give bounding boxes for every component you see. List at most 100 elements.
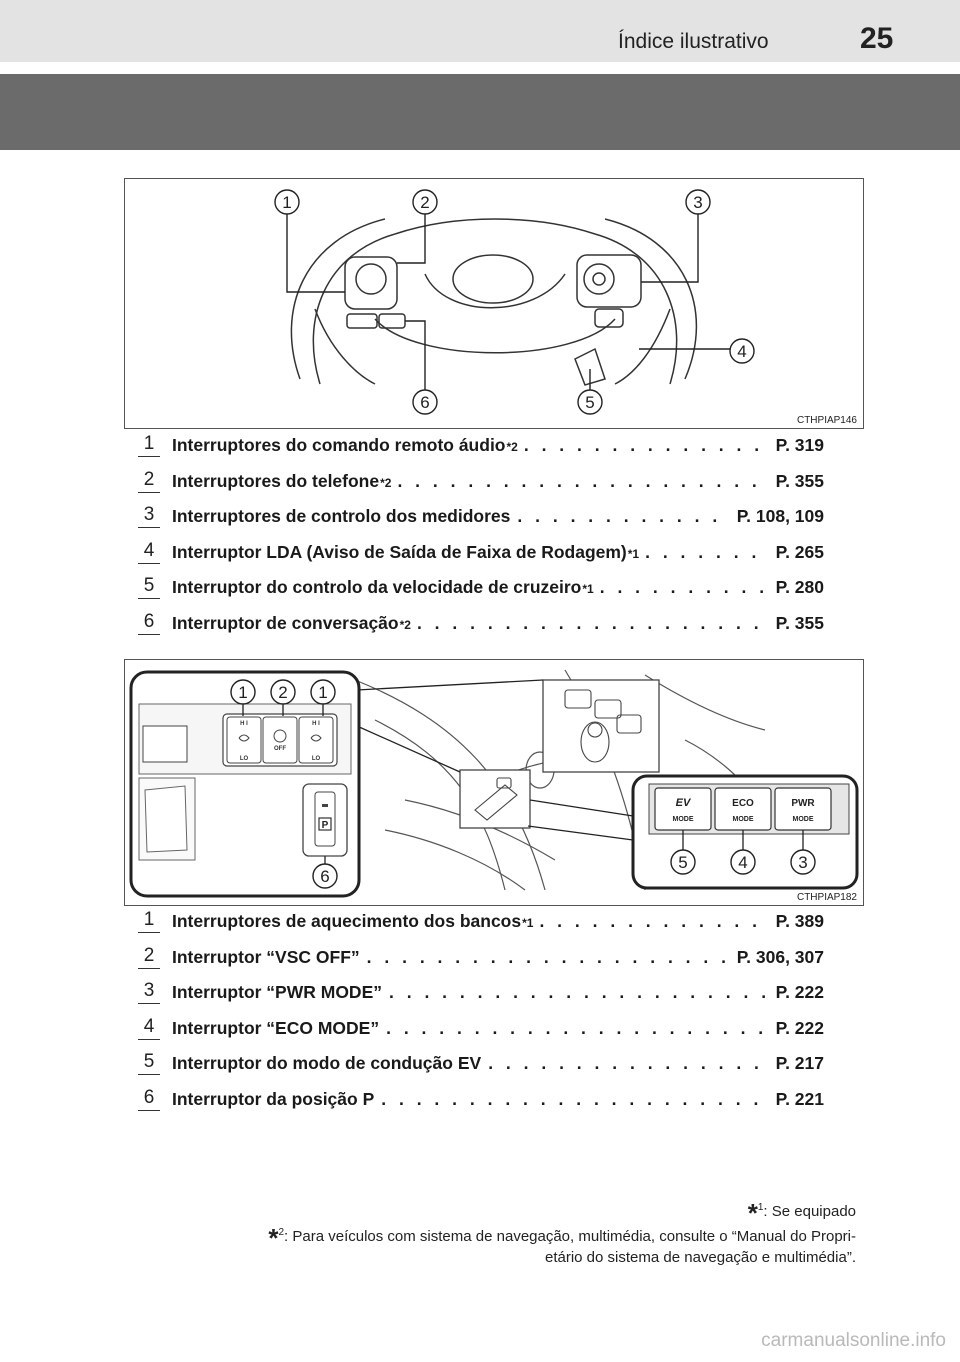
footnote-mark: *2 [506,440,518,455]
footnote-mark: *1 [522,916,534,931]
callout-2: 2 [278,683,287,702]
pwr-mode-label-top: PWR [791,798,815,809]
footnote-2: *2: Para veículos com sistema de navegaç… [268,1223,856,1253]
callout-6: 6 [320,867,329,886]
item-number: 5 [138,1050,160,1075]
leader-dots [600,577,770,598]
seat-heater-button-right[interactable] [298,716,334,764]
callout-1 [274,189,300,215]
footnote-mark: *1 [582,582,594,597]
page-reference[interactable]: P. 217 [775,1053,824,1074]
item-number: 2 [138,944,160,969]
leader-dots [386,1018,770,1039]
list-item: 6 Interruptor de conversação*2 P. 355 [138,606,838,642]
pwr-mode-button[interactable] [774,787,832,831]
list-item: 2 Interruptores do telefone*2P. 355 [138,464,838,500]
figure-code: CTHPIAP146 [796,415,857,426]
leader-dots [488,1053,769,1074]
seat-heater-right-hi-label: H I [312,721,320,727]
callout-1-left: 1 [238,683,247,702]
steering-switch-list: 1 Interruptores do comando remoto áudio*… [138,428,838,641]
item-label: Interruptor de conversação [172,612,399,633]
item-label: Interruptores do telefone [172,470,380,491]
list-item: 6 Interruptor da posição P P. 221 [138,1082,838,1118]
pwr-mode-label-bottom: MODE [793,816,814,823]
leader-dots [397,471,769,492]
callout-4: 4 [738,853,747,872]
page-reference[interactable]: P. 355 [775,470,824,491]
ev-mode-label-top: EV [676,797,692,809]
leader-dots [524,435,770,456]
callout-2 [412,189,438,215]
callout-3 [685,189,711,215]
list-item: 4 Interruptor LDA (Aviso de Saída de Fai… [138,535,838,571]
item-label: Interruptor “PWR MODE” [172,982,382,1003]
item-label: Interruptor “VSC OFF” [172,946,360,967]
eco-mode-label-bottom: MODE [733,816,754,823]
list-item: 1 Interruptores do comando remoto áudio*… [138,428,838,464]
console-switch-list: 1 Interruptores de aquecimento dos banco… [138,904,838,1117]
page-number: 25 [860,22,894,55]
page-reference[interactable]: P. 280 [775,577,824,598]
leader-dots [539,911,769,932]
seat-heater-left-lo-label: LO [240,756,249,762]
item-label: Interruptores de aquecimento dos bancos [172,911,522,932]
item-label: Interruptor do modo de condução EV [172,1053,482,1074]
item-number: 1 [138,432,160,457]
inset-seat-heater-area [459,769,531,829]
list-item: 1 Interruptores de aquecimento dos banco… [138,904,838,940]
list-item: 5 Interruptor do modo de condução EV P. 2… [138,1046,838,1082]
item-label: Interruptor do controlo da velocidade de… [172,577,582,598]
item-number: 6 [138,610,160,635]
page-reference[interactable]: P. 306, 307 [736,946,824,967]
figure-steering-wheel: 1 2 3 4 5 6 CTHPIAP146 [124,178,864,429]
page-reference[interactable]: P. 355 [775,612,824,633]
page-reference[interactable]: P. 222 [775,1017,824,1038]
callout-6-label: 6 [420,393,429,412]
callout-5 [577,389,603,415]
page-reference[interactable]: P. 265 [775,541,824,562]
callout-6 [412,389,438,415]
seat-heater-button-left[interactable] [226,716,262,764]
footnote-mark: *2 [399,617,411,632]
item-label: Interruptor da posição P [172,1088,375,1109]
page-section-title: Índice ilustrativo [618,30,769,53]
item-number: 3 [138,979,160,1004]
page-reference[interactable]: P. 389 [775,911,824,932]
footnote-mark: *1 [627,546,640,561]
item-number: 6 [138,1086,160,1111]
footnote-2-continued: etário do sistema de navegação e multimé… [544,1249,856,1266]
eco-mode-label-top: ECO [732,798,754,809]
list-item: 4 Interruptor “ECO MODE”P. 222 [138,1011,838,1047]
figure-code: CTHPIAP182 [796,892,857,903]
seat-heater-right-lo-label: LO [312,756,321,762]
vsc-off-button[interactable] [262,716,298,764]
leader-dots [381,1089,769,1110]
leader-dots [389,982,770,1003]
list-item: 3 Interruptores de controlo dos medidore… [138,499,838,535]
eco-mode-button[interactable] [714,787,772,831]
list-item: 5 Interruptor do controlo da velocidade … [138,570,838,606]
header-band [0,74,960,150]
item-number: 3 [138,503,160,528]
item-label: Interruptores do comando remoto áudio [172,435,506,456]
page-reference[interactable]: P. 319 [775,435,824,456]
leader-dots [645,542,770,563]
callout-3: 3 [798,853,807,872]
item-number: 4 [138,539,160,564]
figure-center-console: H I LO OFF H I LO P EV MODE ECO [124,659,864,906]
page-reference[interactable]: P. 222 [775,982,824,1003]
callout-5: 5 [678,853,687,872]
page-reference[interactable]: P. 108, 109 [736,506,824,527]
watermark: carmanualsonline.info [761,1330,946,1351]
page-reference[interactable]: P. 221 [775,1088,824,1109]
ev-mode-button[interactable] [654,787,712,831]
callout-1-label: 1 [282,193,291,212]
p-switch-label: P [322,820,329,831]
footnote-mark: *2 [380,475,392,490]
ev-mode-label-bottom: MODE [673,816,694,823]
item-label: Interruptor “ECO MODE” [172,1017,380,1038]
list-item: 2 Interruptor “VSC OFF” P. 306, 307 [138,940,838,976]
vsc-off-label: OFF [274,746,286,752]
seat-heater-left-hi-label: H I [240,721,248,727]
